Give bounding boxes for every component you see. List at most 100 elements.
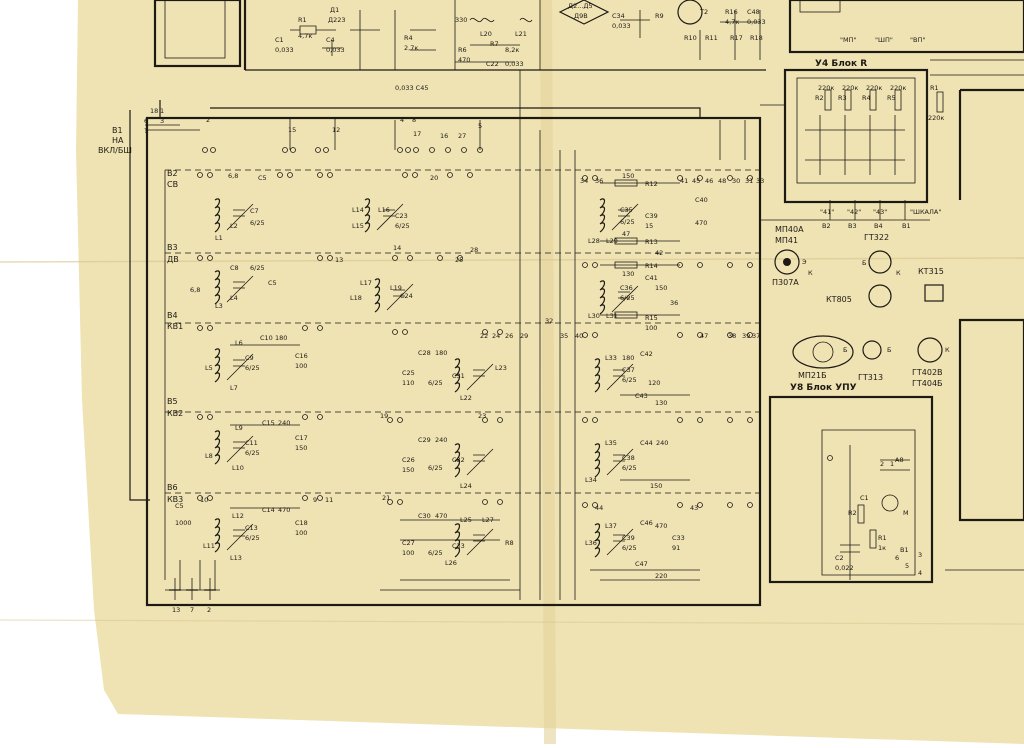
lbl-c9: С9 — [245, 354, 254, 362]
pin-label-44: 44 — [595, 504, 603, 512]
label-c4-val: 0,033 — [326, 46, 345, 54]
label-c1: С1 — [275, 36, 284, 44]
bottom-cap-2: 2 — [207, 606, 211, 614]
pin-k-2: К — [896, 269, 901, 277]
tr-label-8: ГТ402В — [912, 368, 943, 377]
lbl-c37: С37 — [622, 366, 635, 374]
u4-switch-1: "42" — [847, 208, 861, 216]
pin-label-48: 48 — [718, 177, 726, 185]
lbl-l5: L5 — [205, 364, 213, 372]
lbl-c8: С8 — [230, 264, 239, 272]
lbl-c40-val: 470 — [695, 219, 707, 227]
lbl-r15-val: 100 — [645, 324, 657, 332]
lbl-l7: L7 — [230, 384, 238, 392]
pin-label-23: 23 — [478, 412, 486, 420]
lbl-c38-trim: 6/25 — [622, 464, 637, 472]
label-r16: R16 — [725, 8, 738, 16]
pin-label-47: 47 — [700, 332, 708, 340]
pin-label-38: 38 — [728, 332, 736, 340]
label-l20: L20 — [480, 30, 492, 38]
lbl-c39: С39 — [645, 212, 658, 220]
lbl-c29-val: 240 — [435, 436, 447, 444]
u4-switch-0: "41" — [820, 208, 834, 216]
tr-label-1: МП40А — [775, 225, 804, 234]
u4-sw-name-3: В1 — [902, 222, 911, 230]
lbl-c33b-val: 91 — [672, 544, 680, 552]
pin-label-21: 21 — [382, 494, 390, 502]
lbl-c36-trim: 6/25 — [620, 294, 635, 302]
lbl-l31: L31 — [606, 312, 618, 320]
u8-c2: С2 — [835, 554, 844, 562]
lbl-l27: L27 — [482, 516, 494, 524]
label-c48-val: 0,033 — [747, 18, 766, 26]
u8-pin-2: 2 — [880, 460, 884, 468]
top-strip — [153, 0, 1024, 71]
pin-label-17: 17 — [413, 130, 421, 138]
pin-label-12: 12 — [332, 126, 340, 134]
block-u8-title: У8 Блок УПУ — [790, 383, 857, 393]
lbl-l17: L17 — [360, 279, 372, 287]
u4-tick-1: "ШП" — [875, 36, 893, 44]
pin-e-1: Э — [802, 258, 807, 266]
lbl-c25: С25 — [402, 369, 415, 377]
coils — [214, 198, 639, 558]
lbl-r12-val: 150 — [622, 172, 634, 180]
label-c45: 0,033 С45 — [395, 84, 428, 92]
u4-reg-0: R2 — [815, 94, 824, 102]
pin-b-7: Б — [887, 346, 891, 354]
pin-label-24: 24 — [492, 332, 500, 340]
lbl-c43-val: 120 — [648, 379, 660, 387]
lbl-c43-val2: 130 — [655, 399, 667, 407]
label-r1-val: 4,7к — [298, 32, 312, 40]
lbl-c46-val: 470 — [655, 522, 667, 530]
lbl-c42-val: 180 — [622, 354, 634, 362]
lbl-c8-trim: 6/25 — [250, 264, 265, 272]
lbl-l34: L34 — [585, 476, 597, 484]
pin-label-5: 5 — [478, 122, 482, 130]
lbl-c30-val: 470 — [435, 512, 447, 520]
u8-r1-val: 1к — [878, 544, 886, 552]
pin-label-31: 31 — [745, 177, 753, 185]
label-c22-val: 0,033 — [505, 60, 524, 68]
label-r18: R18 — [750, 34, 763, 42]
lbl-l18: L18 — [350, 294, 362, 302]
lbl-l35: L35 — [605, 439, 617, 447]
lbl-c5: С5 — [258, 174, 267, 182]
paper-fold-shade — [540, 0, 556, 744]
label-d1-type: Д223 — [328, 16, 346, 24]
tr-label-7: ГТ313 — [858, 373, 883, 382]
label-d1: Д1 — [330, 6, 339, 14]
u4-r1: R1 — [930, 84, 939, 92]
lbl-c36: С36 — [620, 284, 633, 292]
pin-b-2: Б — [862, 259, 866, 267]
u8-pin-5: 5 — [905, 562, 909, 570]
lbl-c44: С44 — [640, 439, 653, 447]
lbl-c33-trim: 6/25 — [428, 549, 443, 557]
u8-pin-4: 4 — [918, 569, 922, 577]
lbl-l14: L14 — [352, 206, 364, 214]
lbl-c7-trim: 6/25 — [250, 219, 265, 227]
lbl-c13: С13 — [245, 524, 258, 532]
pin-label-19: 19 — [380, 412, 388, 420]
u8-pin-1: 1 — [890, 460, 894, 468]
pin-strips — [197, 147, 753, 508]
lbl-c18-val: 100 — [295, 529, 307, 537]
u4-reg-val-0: 220к — [818, 84, 834, 92]
label-c34: С34 — [612, 12, 625, 20]
lbl-c44-val2: 150 — [650, 482, 662, 490]
lbl-c30: С30 — [418, 512, 431, 520]
label-r9: R9 — [655, 12, 664, 20]
lbl-c16: С16 — [295, 352, 308, 360]
lbl-r15: R15 — [645, 314, 658, 322]
label-r17: R17 — [730, 34, 743, 42]
label-r10: R10 — [684, 34, 697, 42]
bottom-cap-0: 13 — [172, 606, 180, 614]
label-r16-val: 4,7к — [725, 18, 739, 26]
lbl-r8: R8 — [505, 539, 514, 547]
lbl-l33: L33 — [605, 354, 617, 362]
u8-m: М — [903, 509, 909, 517]
lbl-c15-val: 240 — [278, 419, 290, 427]
block-u8-body — [821, 429, 916, 580]
label-c21: 330 — [455, 16, 467, 24]
label-r1: R1 — [298, 16, 307, 24]
